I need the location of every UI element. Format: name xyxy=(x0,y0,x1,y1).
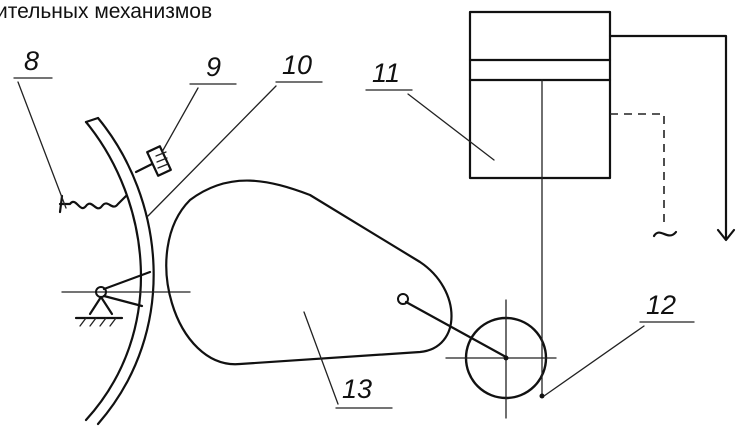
leader-lines xyxy=(13,77,695,409)
return-line xyxy=(610,113,678,238)
roller xyxy=(445,299,557,419)
label-9: 9 xyxy=(206,52,221,82)
lever-pin xyxy=(397,293,409,305)
label-12: 12 xyxy=(646,290,676,320)
label-8: 8 xyxy=(24,46,39,76)
label-13: 13 xyxy=(342,374,372,404)
supply-line xyxy=(608,34,736,242)
cam-lever xyxy=(165,179,453,366)
spring xyxy=(58,194,128,214)
caption-text: ительных механизмов xyxy=(0,0,212,23)
adjusting-bolt xyxy=(134,145,172,177)
curved-guide xyxy=(84,116,155,426)
label-11: 11 xyxy=(372,58,400,88)
connecting-link xyxy=(404,300,508,359)
actuator-cylinder xyxy=(468,10,612,399)
label-10: 10 xyxy=(282,50,312,80)
